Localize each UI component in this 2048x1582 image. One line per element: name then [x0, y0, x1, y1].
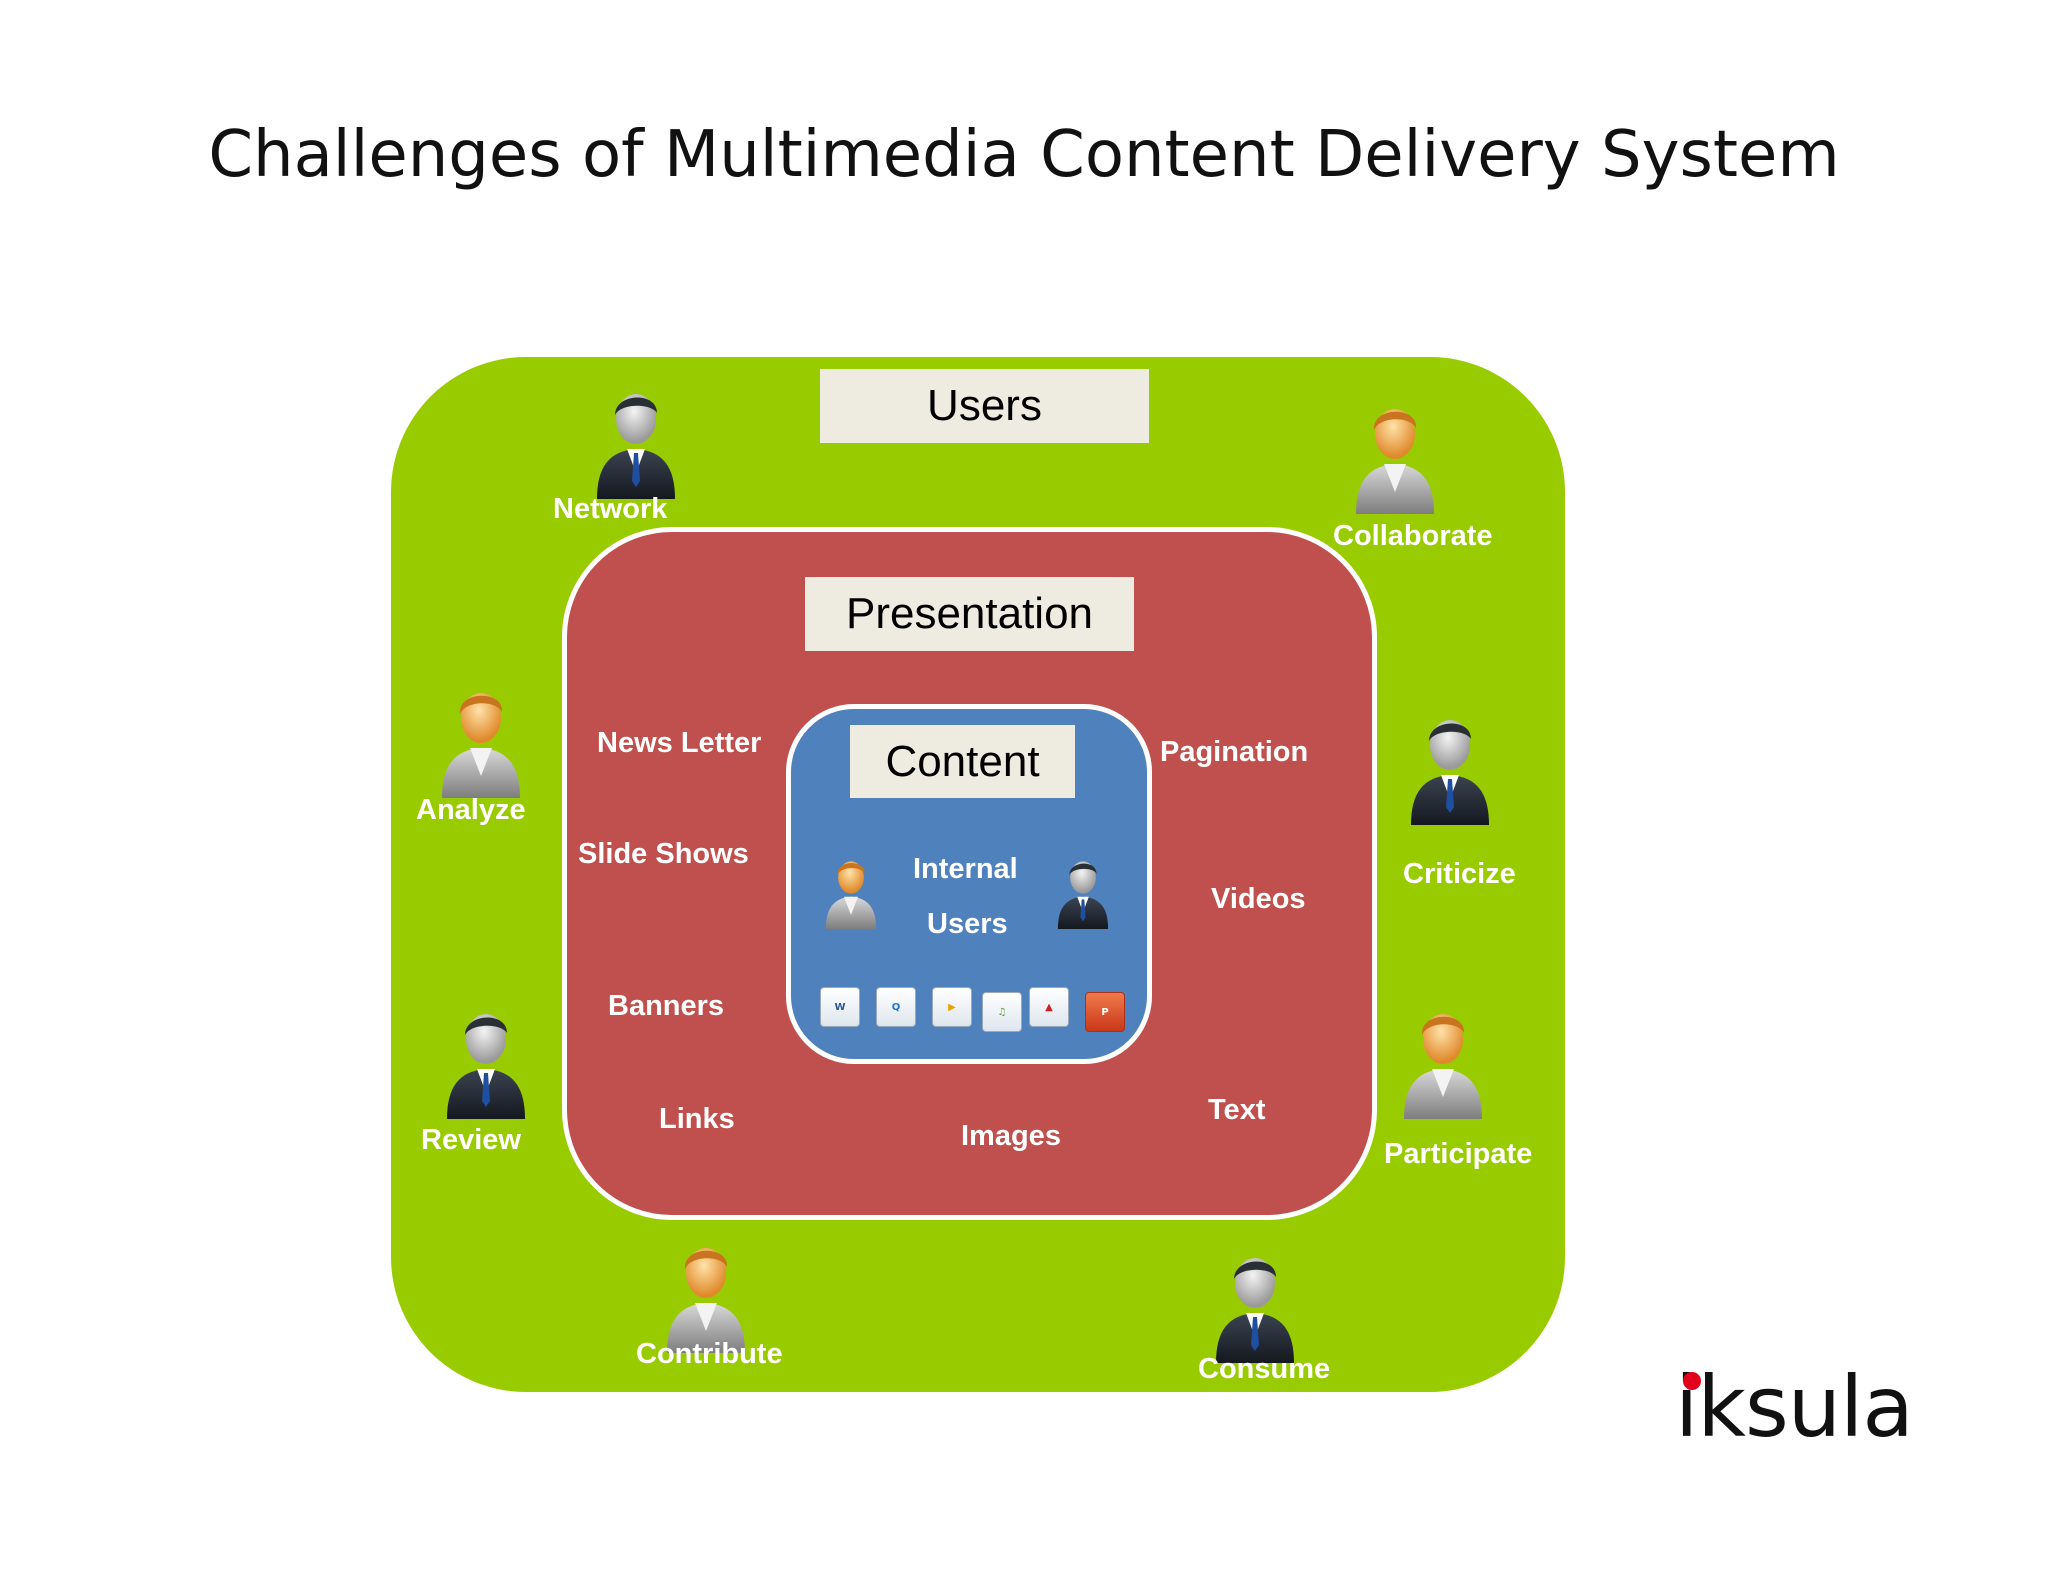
label-pagination: Pagination: [1160, 736, 1309, 768]
label-internal: Internal: [913, 853, 1018, 885]
label-review: Review: [421, 1124, 521, 1156]
person-casual-icon: [822, 853, 880, 929]
person-suit-icon: [1210, 1245, 1300, 1363]
label-slide-shows: Slide Shows: [578, 838, 749, 870]
page-title: Challenges of Multimedia Content Deliver…: [208, 118, 1840, 192]
word-doc-icon: W: [820, 987, 860, 1027]
quicktime-mpeg4-icon: Q: [876, 987, 916, 1027]
person-casual-icon: [1398, 1001, 1488, 1119]
media-player-icon: ▶: [932, 987, 972, 1027]
label-banners: Banners: [608, 990, 725, 1022]
users-layer-label: Users: [820, 369, 1149, 443]
label-network: Network: [553, 493, 668, 525]
person-suit-icon: [591, 381, 681, 499]
person-casual-icon: [1350, 396, 1440, 514]
person-casual-icon: [436, 680, 526, 798]
label-news-letter: News Letter: [597, 727, 762, 759]
label-text: Text: [1208, 1094, 1266, 1126]
content-layer-label: Content: [850, 725, 1075, 798]
person-suit-icon: [1054, 853, 1112, 929]
label-criticize: Criticize: [1403, 858, 1516, 890]
label-users: Users: [927, 908, 1008, 940]
label-images: Images: [961, 1120, 1061, 1152]
pdf-icon: ▲: [1029, 987, 1069, 1027]
presentation-layer-label: Presentation: [805, 577, 1134, 651]
mp3-music-icon: ♫: [982, 992, 1022, 1032]
label-consume: Consume: [1198, 1353, 1331, 1385]
iksula-logo: iksula: [1675, 1358, 1914, 1456]
person-suit-icon: [1405, 707, 1495, 825]
label-links: Links: [659, 1103, 735, 1135]
label-collaborate: Collaborate: [1333, 520, 1493, 552]
powerpoint-icon: P: [1085, 992, 1125, 1032]
label-analyze: Analyze: [416, 794, 526, 826]
person-suit-icon: [441, 1001, 531, 1119]
label-contribute: Contribute: [636, 1338, 783, 1370]
label-videos: Videos: [1211, 883, 1306, 915]
logo-dot: [1683, 1372, 1701, 1390]
label-participate: Participate: [1384, 1138, 1533, 1170]
person-casual-icon: [661, 1235, 751, 1353]
